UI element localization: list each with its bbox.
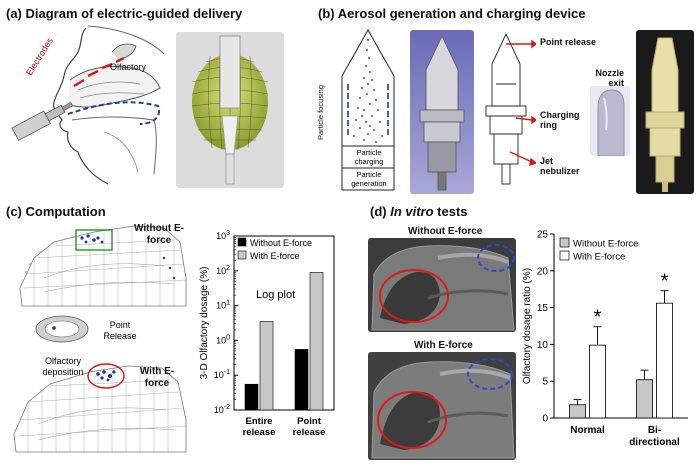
panel-d-title-prefix: (d) — [370, 204, 391, 219]
y-tick-label: 10 — [537, 340, 549, 351]
legend-swatch — [237, 237, 247, 247]
significance-marker: * — [661, 271, 669, 293]
y-tick-label: 100 — [216, 334, 230, 345]
bar — [636, 379, 653, 419]
panel-d-title: (d) In vitro tests — [370, 204, 468, 219]
label-particle-charging: Particle charging — [354, 148, 384, 166]
significance-marker: * — [594, 307, 602, 329]
device-render-image — [410, 30, 474, 194]
y-tick-label: 25 — [537, 230, 549, 241]
legend-swatch — [559, 250, 570, 261]
invitro-photo-without — [368, 238, 516, 332]
x-tick-label: release — [293, 427, 326, 438]
panel-a-title: (a) Diagram of electric-guided delivery — [6, 6, 243, 21]
label-with-eforce-c: With E-force — [139, 366, 175, 389]
label-particle-generation: Particle generation — [351, 170, 387, 188]
legend-label: Without E-force — [573, 239, 638, 250]
label-charging-ring: Charging ring — [540, 110, 580, 130]
label-without-eforce-c: Without E-force — [134, 223, 184, 246]
y-tick-label: 102 — [216, 265, 230, 276]
x-tick-label: Entire — [246, 416, 273, 427]
y-tick-label: 103 — [216, 230, 230, 241]
x-tick-label: release — [243, 427, 276, 438]
point-release-inset — [35, 315, 89, 343]
bar — [569, 404, 586, 419]
y-tick-label: 5 — [542, 377, 548, 388]
nasal-cavity-diagram — [11, 25, 165, 185]
panel-c-title: (c) Computation — [6, 204, 106, 219]
y-tick-label: 101 — [216, 300, 230, 311]
x-tick-label: Bi- — [648, 425, 661, 436]
invitro-photo-with — [368, 352, 516, 460]
bar — [656, 302, 673, 419]
panel-d-title-suffix: tests — [433, 204, 468, 219]
log-dosage-chart: 10-2 10-1 100 101 102 103 3-D Olfactory dosage… — [199, 230, 335, 438]
plot-frame — [233, 235, 335, 411]
aerosol-device-schematic — [341, 28, 395, 191]
bar — [309, 272, 324, 411]
panel-d-title-italic: In vitro — [390, 204, 434, 219]
y-axis-label: 3-D Olfactory dosage (%) — [199, 267, 210, 380]
bar — [589, 344, 606, 419]
x-tick-label: directional — [629, 437, 680, 448]
label-olfactory: Olfactory — [110, 62, 147, 72]
y-tick-label: 10-1 — [214, 369, 230, 380]
chart-annotation: Log plot — [256, 289, 295, 301]
nozzle-photo — [590, 86, 630, 156]
bar — [259, 321, 274, 411]
cfd-mesh-with-eforce — [13, 363, 187, 453]
legend-swatch — [559, 237, 570, 248]
cfd-mesh-without-eforce — [19, 225, 187, 307]
x-tick-label: Point — [297, 416, 322, 427]
device-photo — [636, 30, 694, 194]
y-axis-label: Olfactory dosage ratio (%) — [522, 268, 533, 384]
x-tick-label: Normal — [570, 425, 605, 436]
panel-b-title: (b) Aerosol generation and charging devi… — [318, 6, 586, 21]
label-without-eforce-d: Without E-force — [408, 226, 483, 237]
legend-label: With E-force — [250, 251, 300, 261]
label-jet-nebulizer: Jet nebulizer — [540, 156, 580, 176]
bar — [294, 349, 309, 411]
y-tick-label: 10-2 — [214, 404, 230, 415]
label-point-release-c: Point Release — [103, 320, 137, 341]
legend-swatch — [237, 250, 247, 260]
legend-label: With E-force — [573, 252, 625, 263]
label-particle-focusing: Particle focusing — [316, 84, 325, 140]
device-line-drawing — [485, 32, 527, 185]
y-tick-label: 20 — [537, 266, 549, 277]
y-tick-label: 15 — [537, 303, 549, 314]
label-nozzle-exit: Nozzle exit — [595, 68, 624, 88]
legend-label: Without E-force — [250, 238, 312, 248]
label-point-release: Point release — [540, 37, 597, 47]
callout-arrows — [506, 40, 536, 167]
label-with-eforce-d: With E-force — [414, 340, 473, 351]
label-olfactory-deposition: Olfactory deposition — [42, 356, 84, 377]
head-model-image — [176, 32, 284, 188]
bar — [244, 383, 259, 411]
y-tick-label: 0 — [542, 414, 548, 425]
